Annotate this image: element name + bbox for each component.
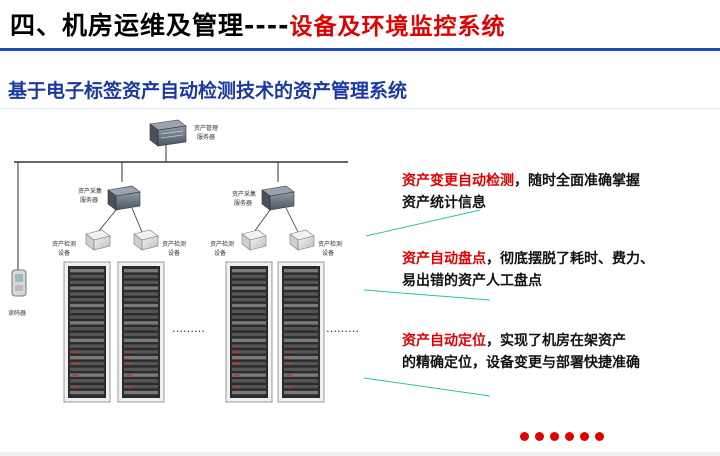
page-title-main: 四、机房运维及管理---- [10,11,290,40]
collect-server-1-label-1: 资产采集 [78,187,102,195]
detect-device-1-icon [85,229,111,251]
mgmt-server-icon [149,119,187,147]
mgmt-server-label-1: 资产管理 [194,124,218,132]
collect-server-1-icon [107,185,141,211]
mgmt-server-label-2: 服务器 [197,133,215,141]
feature-2-text-2: 易出错的资产人工盘点 [402,273,542,289]
collect-server-2-label-1: 资产采集 [232,190,256,198]
feature-1-text-1: ，随时全面准确掌握 [514,173,640,189]
detect-device-4-icon [289,229,315,251]
detect-2-label-2: 设备 [168,249,180,257]
feature-1: 资产变更自动检测，随时全面准确掌握 资产统计信息 [402,170,640,214]
feature-2-highlight: 资产自动盘点 [402,251,486,267]
detect-device-2-icon [133,229,159,251]
bottom-frame [0,452,720,456]
page-title-highlight: 设备及环境监控系统 [289,14,506,40]
pagination-dots [520,432,604,441]
detect-3-label-2: 设备 [214,249,226,257]
server-rack-icon [63,261,111,403]
feature-2: 资产自动盘点，彻底摆脱了耗时、费力、 易出错的资产人工盘点 [402,248,654,292]
title-divider [0,48,720,51]
page-dot [595,432,604,441]
server-racks [63,261,325,403]
feature-3-highlight: 资产自动定位 [402,333,486,349]
page-dot [580,432,589,441]
page-dot [565,432,574,441]
server-rack-icon [117,261,165,403]
detect-1-label-2: 设备 [58,249,70,257]
ellipsis-1: ……… [172,322,205,335]
feature-3-text-2: 的精确定位，设备变更与部署快捷准确 [402,355,640,371]
feature-2-text-1: ，彻底摆脱了耗时、费力、 [486,251,654,267]
detect-4-label-2: 设备 [322,249,334,257]
detect-device-3-icon [241,229,267,251]
feature-1-highlight: 资产变更自动检测 [402,173,514,189]
detect-3-label-1: 资产检测 [210,240,234,248]
barcode-reader-icon [11,269,27,297]
subtitle-divider [0,108,720,109]
collect-server-2-icon [261,185,295,211]
server-rack-icon [225,261,273,403]
detect-1-label-1: 资产检测 [52,240,76,248]
slide-subtitle: 基于电子标签资产自动检测技术的资产管理系统 [8,80,408,102]
page-title: 四、机房运维及管理----设备及环境监控系统 [10,6,506,42]
feature-connector-lines [363,210,491,397]
title-bar: 四、机房运维及管理----设备及环境监控系统 [0,0,720,51]
ellipsis-2: ……… [326,322,359,335]
collect-server-1-label-2: 服务器 [80,196,98,204]
feature-3: 资产自动定位，实现了机房在架资产 的精确定位，设备变更与部署快捷准确 [402,330,640,374]
feature-1-text-2: 资产统计信息 [402,195,486,211]
collect-server-2-label-2: 服务器 [234,199,252,207]
detect-2-label-1: 资产检测 [162,240,186,248]
network-diagram: 资产管理 服务器 读码器 资产采集 服务器 资产采集 服务器 [8,119,359,403]
page-dot [535,432,544,441]
server-rack-icon [277,261,325,403]
feature-3-text-1: ，实现了机房在架资产 [486,333,626,349]
detect-4-label-1: 资产检测 [318,240,342,248]
reader-label: 读码器 [8,309,26,317]
page-dot [520,432,529,441]
page-dot [550,432,559,441]
